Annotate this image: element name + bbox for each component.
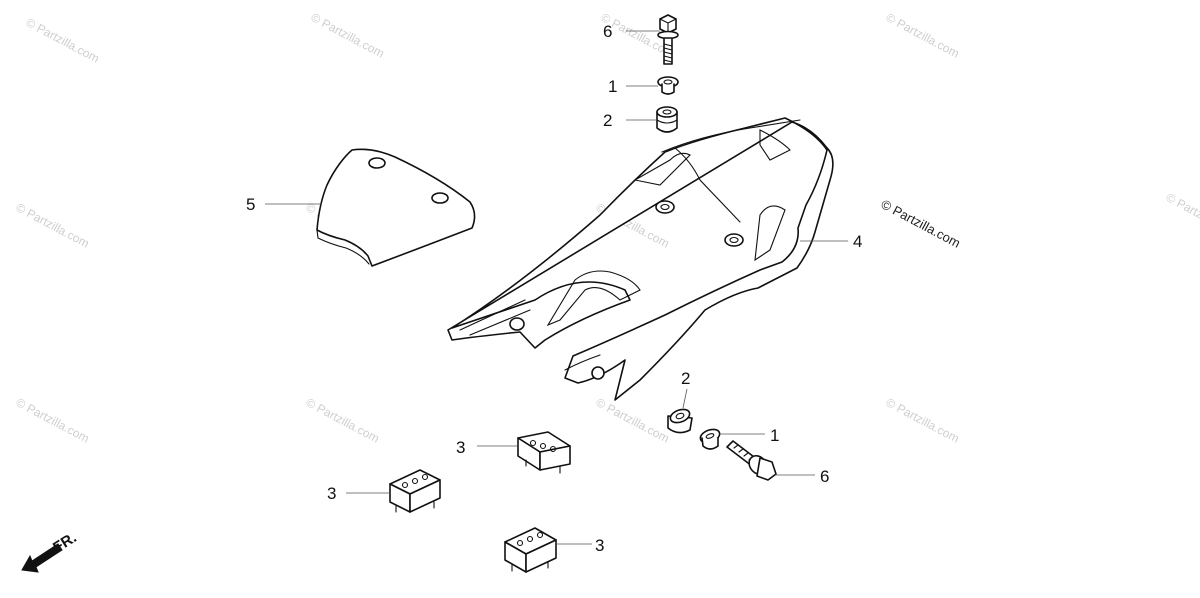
callout-block-a: 3 [456, 438, 465, 457]
copyright-notice: © Partzilla.com [879, 196, 963, 250]
watermark: © Partzilla.com [594, 395, 672, 445]
watermark: © Partzilla.com [14, 200, 92, 250]
callout-block-b: 3 [327, 484, 336, 503]
rear-cowl[interactable] [447, 117, 834, 401]
callout-bolt-top: 6 [603, 22, 612, 41]
front-arrow [21, 543, 63, 573]
watermark: © Partzilla.com [14, 395, 92, 445]
callout-collar-bottom: 1 [770, 426, 779, 445]
block-a[interactable] [517, 431, 571, 474]
block-b[interactable] [389, 469, 441, 513]
callout-rubber-top: 2 [603, 111, 612, 130]
watermark: © Partzilla.com [24, 15, 102, 65]
bolt-top[interactable] [657, 14, 679, 65]
callout-collar-top: 1 [608, 77, 617, 96]
watermark: © Partzilla.com [1164, 190, 1200, 240]
callout-rear-cowl: 4 [853, 232, 862, 251]
seat-pad[interactable] [316, 148, 476, 267]
watermark: © Partzilla.com [884, 395, 962, 445]
callout-block-c: 3 [595, 536, 604, 555]
block-c[interactable] [504, 527, 557, 573]
watermark: © Partzilla.com [884, 10, 962, 60]
collar-bottom[interactable] [699, 427, 722, 450]
rubber-top[interactable] [656, 106, 678, 133]
callout-bolt-bottom: 6 [820, 467, 829, 486]
collar-top[interactable] [657, 76, 679, 95]
watermark: © Partzilla.com [309, 10, 387, 60]
callout-seat-pad: 5 [246, 195, 255, 214]
callout-rubber-bottom: 2 [681, 369, 690, 388]
bolt-bottom[interactable] [726, 440, 777, 481]
watermark: © Partzilla.com [304, 395, 382, 445]
rubber-bottom[interactable] [667, 407, 693, 434]
